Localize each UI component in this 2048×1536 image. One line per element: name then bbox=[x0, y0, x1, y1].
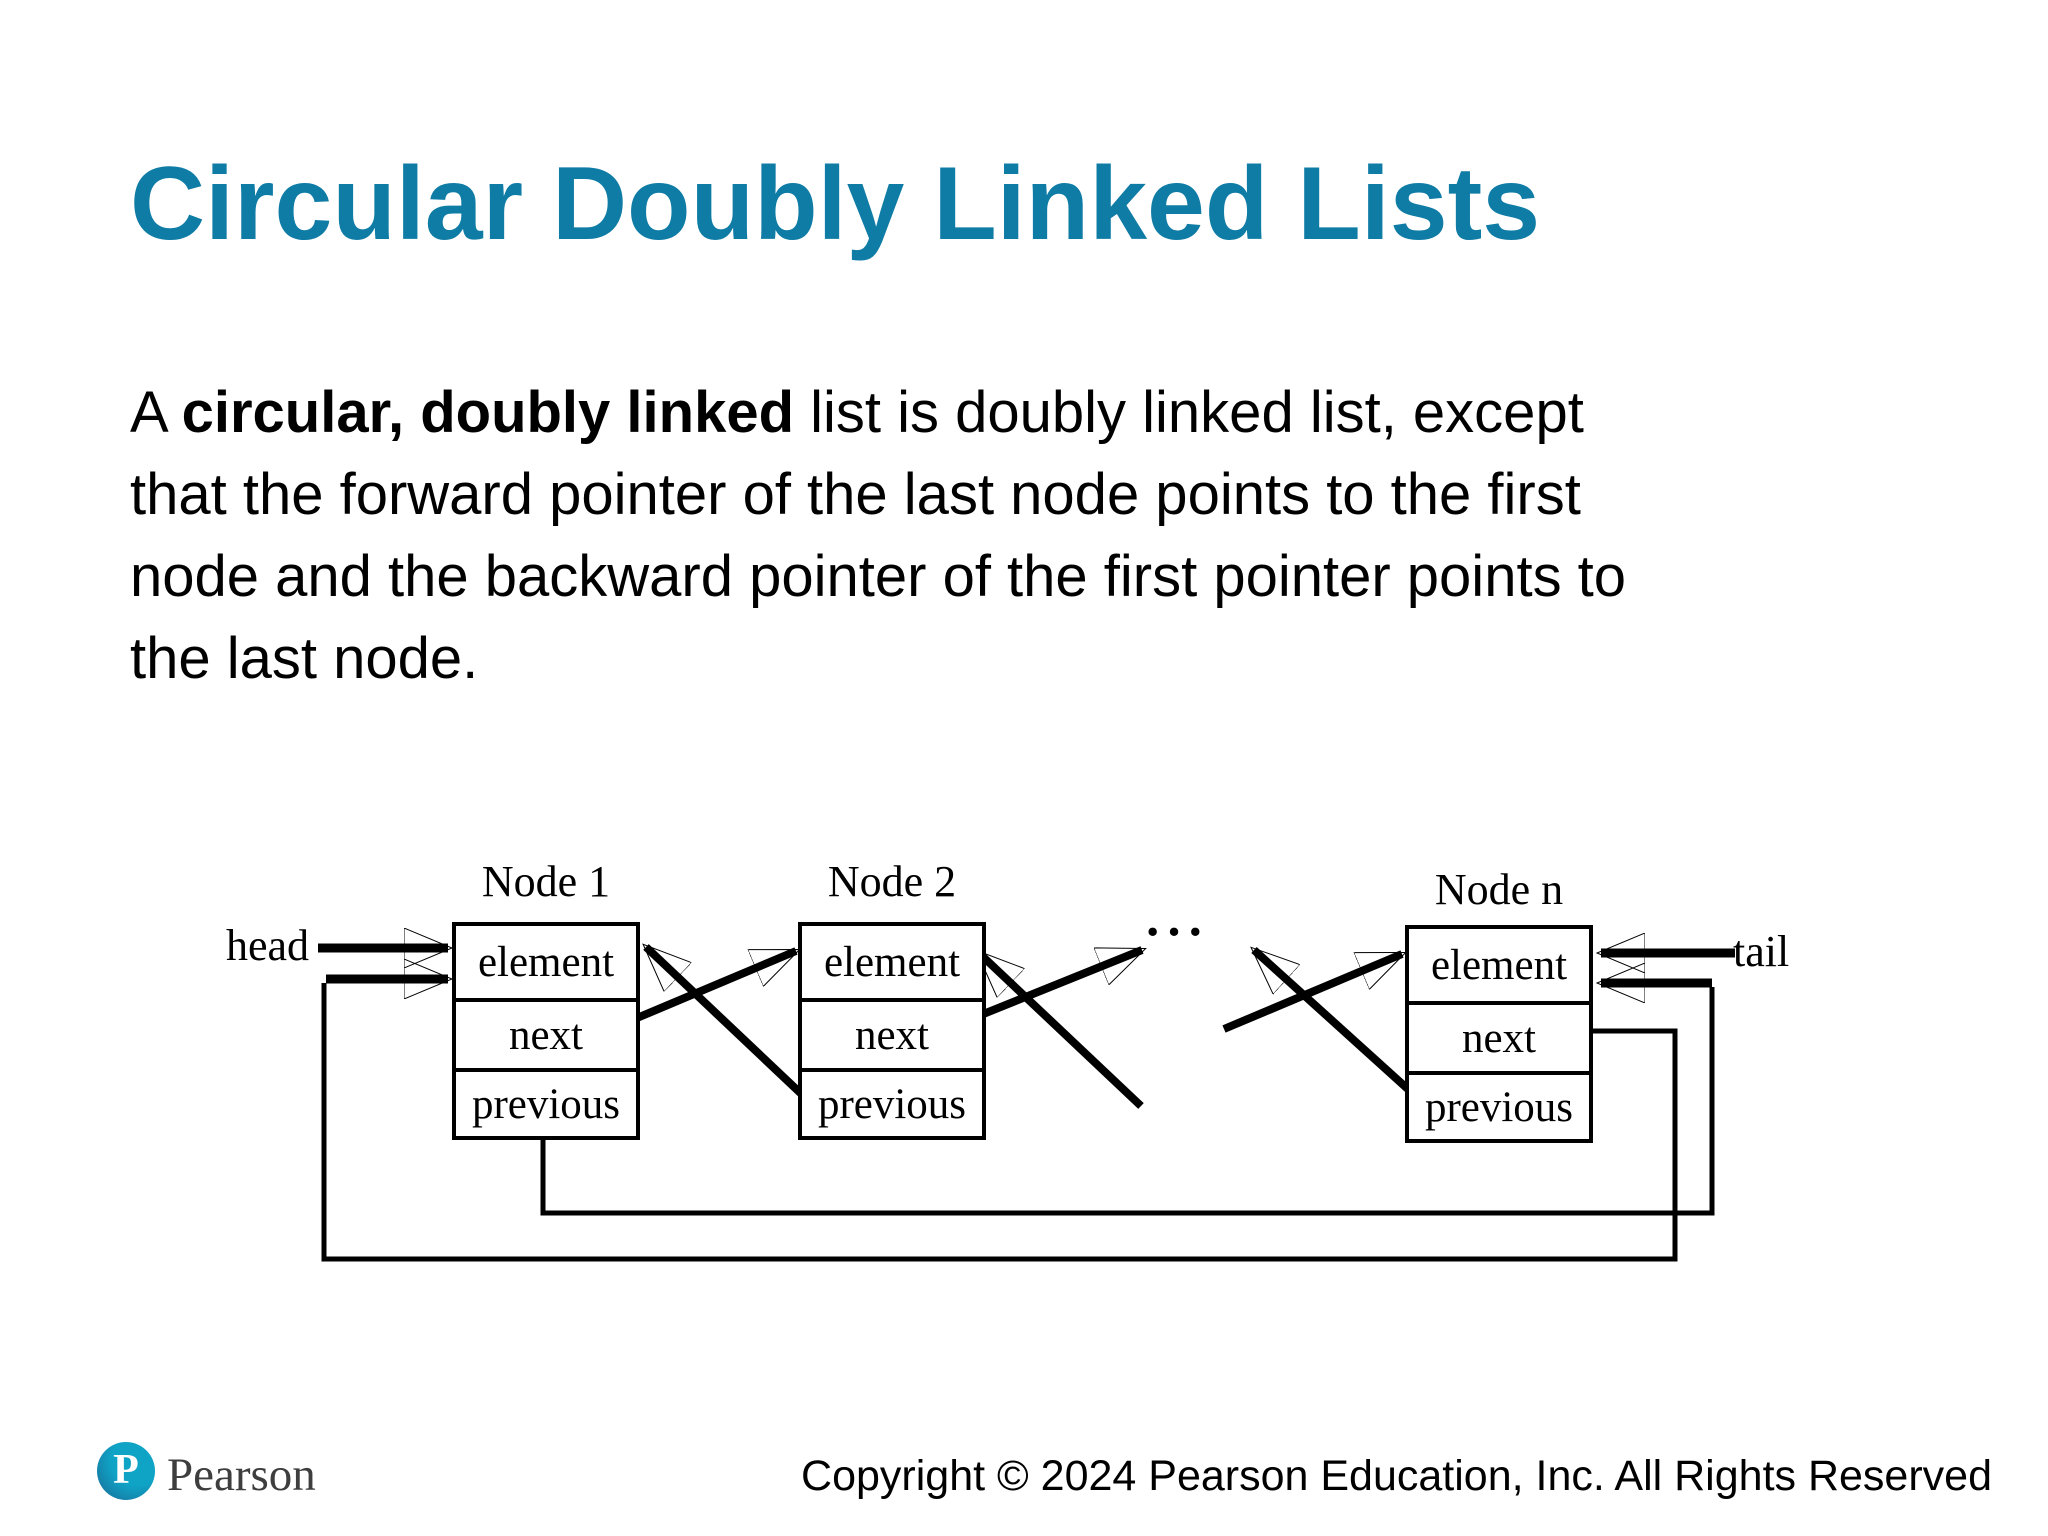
ellipsis-previous-arrow bbox=[979, 953, 1144, 1109]
paragraph-line-3: node and the backward pointer of the fir… bbox=[130, 544, 1627, 609]
paragraph-text: A bbox=[130, 380, 182, 445]
paragraph-line-2: that the forward pointer of the last nod… bbox=[130, 462, 1581, 527]
paragraph-line-4: the last node. bbox=[130, 626, 479, 691]
node1-next-arrow bbox=[616, 947, 796, 1030]
page-title: Circular Doubly Linked Lists bbox=[130, 146, 1541, 262]
paragraph-bold-text: circular, doubly linked bbox=[181, 380, 795, 445]
node1-title: Node 1 bbox=[481, 857, 611, 906]
head-label: head bbox=[226, 921, 310, 970]
paragraph-line-1: A circular, doubly linked list is doubly… bbox=[130, 372, 1626, 454]
node2-title: Node 2 bbox=[827, 857, 957, 906]
pearson-logo-letter: P bbox=[113, 1447, 139, 1493]
node1-next-cell: next bbox=[456, 998, 636, 1068]
noden-box: element next previous bbox=[1405, 925, 1593, 1143]
copyright-text: Copyright © 2024 Pearson Education, Inc.… bbox=[801, 1452, 1992, 1500]
noden-previous-arrow bbox=[1254, 950, 1423, 1103]
noden-element-cell: element bbox=[1430, 941, 1568, 989]
ellipsis-next-arrow bbox=[1222, 950, 1402, 1033]
ellipsis-label: ··· bbox=[1144, 904, 1209, 961]
body-paragraph: A circular, doubly linked list is doubly… bbox=[130, 372, 1626, 700]
node1-previous-cell: previous bbox=[456, 1068, 636, 1136]
circular-previous-wire bbox=[540, 987, 1715, 1216]
node2-previous-cell: previous bbox=[802, 1068, 982, 1136]
node2-box: element next previous bbox=[798, 922, 986, 1140]
tail-label: tail bbox=[1733, 927, 1790, 976]
circular-next-wire bbox=[321, 983, 1678, 1262]
node2-element-cell: element bbox=[823, 938, 961, 986]
pearson-wordmark: Pearson bbox=[167, 1449, 316, 1501]
node2-next-cell: next bbox=[802, 998, 982, 1068]
noden-title: Node n bbox=[1434, 865, 1564, 914]
noden-next-cell: next bbox=[1409, 1001, 1589, 1071]
noden-previous-cell: previous bbox=[1409, 1071, 1589, 1139]
pearson-logo-icon: P bbox=[97, 1442, 155, 1500]
paragraph-text: list is doubly linked list, except bbox=[794, 380, 1584, 445]
node2-previous-arrow bbox=[646, 947, 815, 1107]
node2-next-arrow bbox=[964, 946, 1142, 1025]
node1-box: element next previous bbox=[452, 922, 640, 1140]
node1-element-cell: element bbox=[477, 938, 615, 986]
